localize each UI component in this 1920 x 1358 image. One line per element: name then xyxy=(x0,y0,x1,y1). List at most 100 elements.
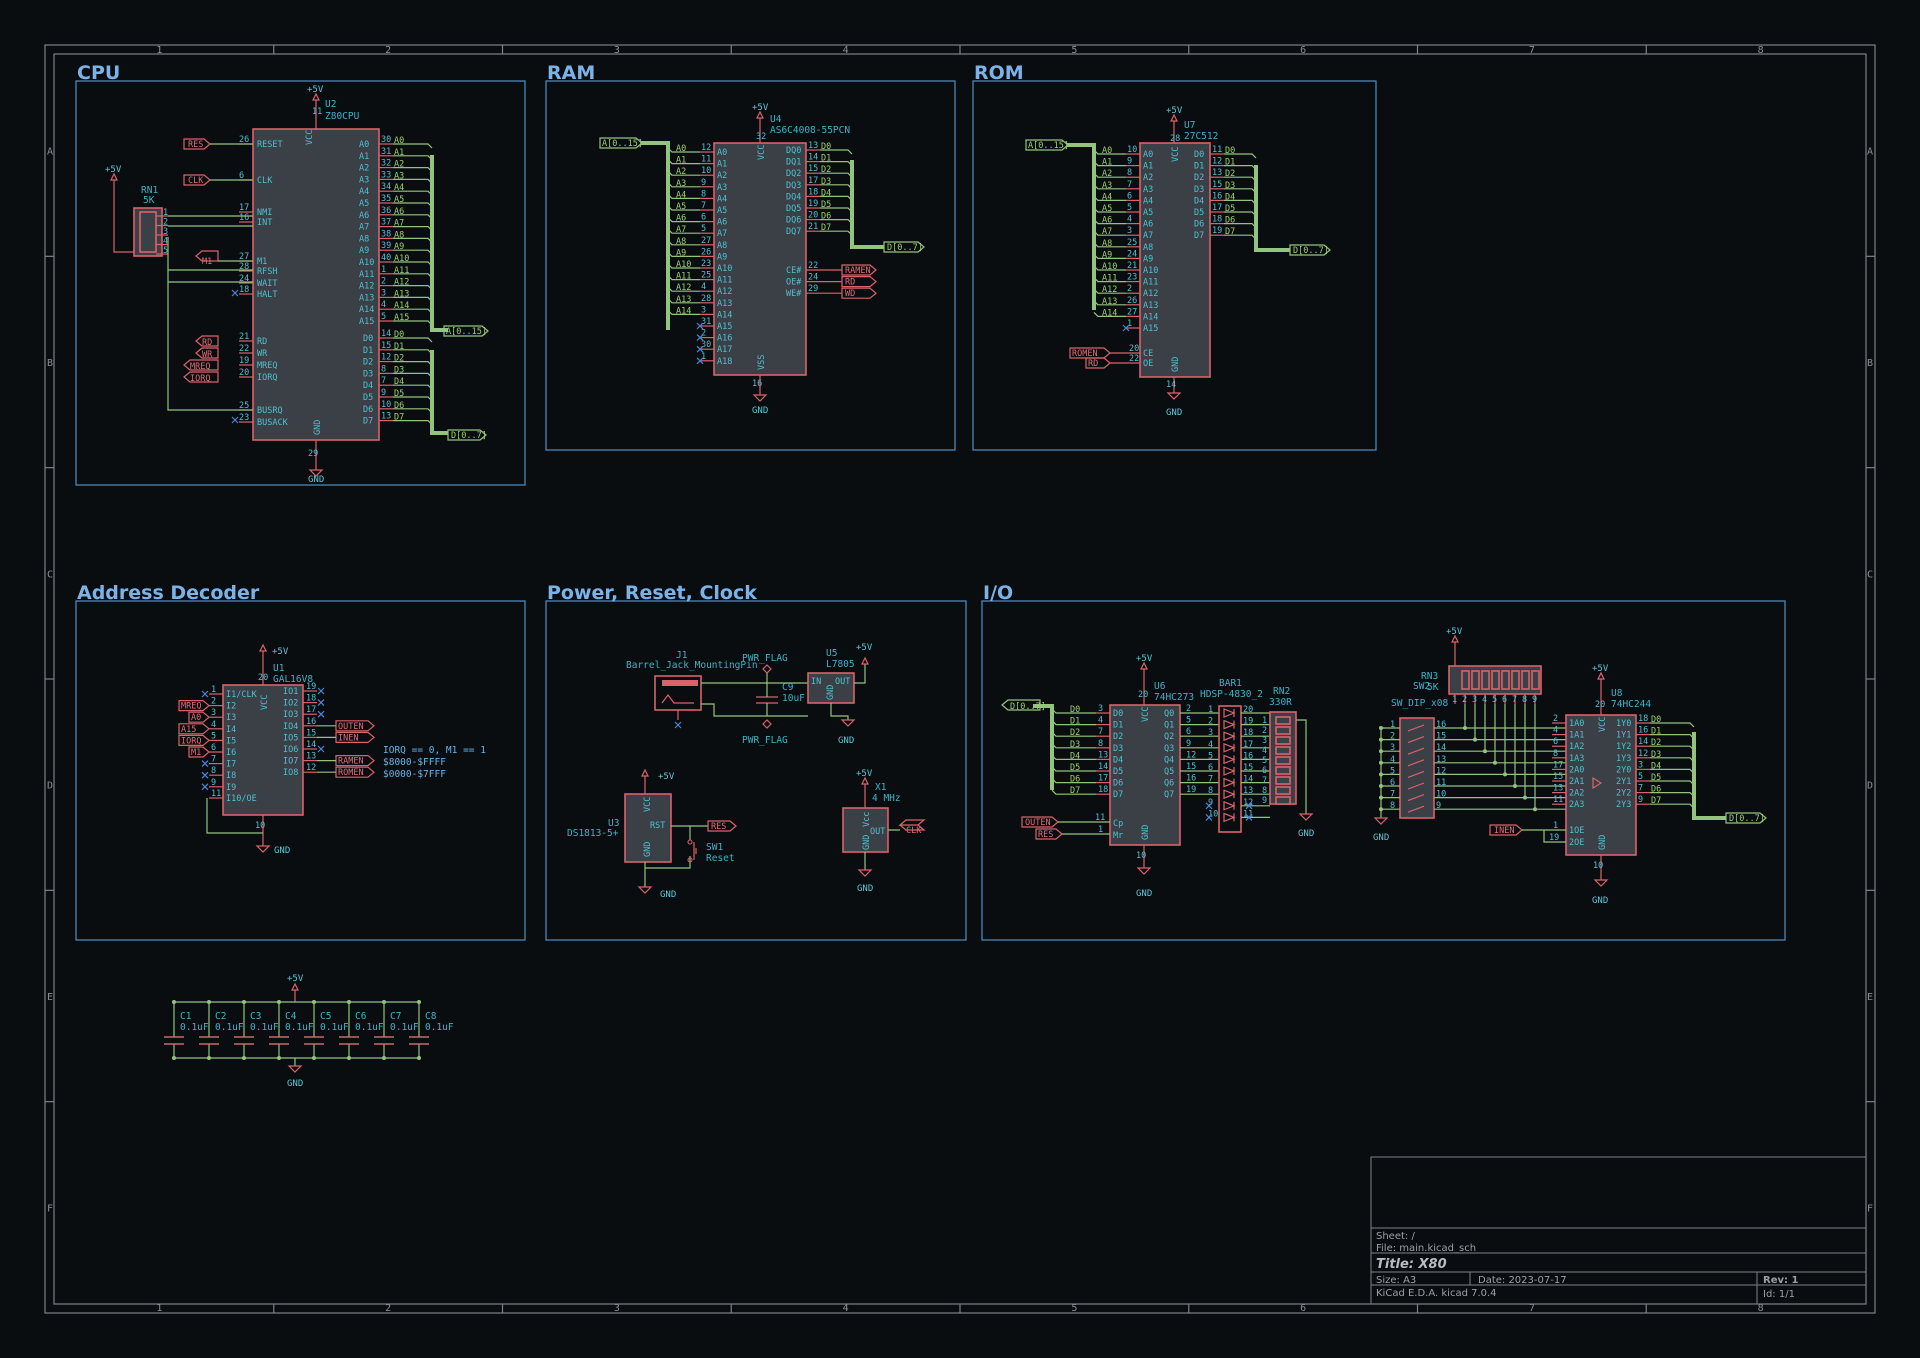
svg-text:HDSP-4830_2: HDSP-4830_2 xyxy=(1200,689,1263,700)
frame-row-label: E xyxy=(1867,992,1873,1003)
ram-dbus-port[interactable]: D[0..7] xyxy=(883,241,925,253)
decoder-output-port[interactable] xyxy=(335,766,375,778)
decoupling-cap[interactable]: C50.1uF xyxy=(304,1000,349,1060)
m1-port[interactable]: M1 xyxy=(195,250,253,267)
rom-abus-port[interactable]: A[0..15] xyxy=(1025,139,1069,151)
decoder-output-port[interactable] xyxy=(335,755,375,767)
ctrl-port[interactable] xyxy=(841,276,877,288)
cpu-dbus-port[interactable]: D[0..7] xyxy=(447,429,487,441)
cpu-abus-port[interactable]: A[0..15] xyxy=(443,325,489,337)
res-port-io[interactable]: RES xyxy=(1035,828,1110,840)
switch-lever[interactable] xyxy=(1407,794,1425,802)
decoder-input-port[interactable] xyxy=(188,711,210,723)
switch-sw1[interactable]: SW1 Reset xyxy=(687,839,735,864)
pin-name: D1 xyxy=(363,346,373,356)
cap-c9[interactable]: C9 10uF xyxy=(756,682,805,716)
decoder-u1[interactable]: +5V U1 GAL16V8 20 VCC 10 GND I1/CLK1I22M… xyxy=(178,643,486,856)
ram-abus-port[interactable]: A[0..15] xyxy=(599,137,643,149)
switch-lever[interactable] xyxy=(1407,759,1425,767)
pin-number: 2 xyxy=(701,329,706,339)
io-u8[interactable]: +5V U8 74HC244 20 VCC GND 10 GND 1A021A1… xyxy=(1489,664,1767,906)
pin-number: 8 xyxy=(1553,749,1558,759)
block-cpu[interactable]: CPU xyxy=(75,62,526,486)
net-label: D7 xyxy=(394,413,404,423)
switch-lever[interactable] xyxy=(1407,736,1425,744)
decoupling-cap[interactable]: C10.1uF xyxy=(164,1000,209,1060)
pin-name: IO1 xyxy=(283,687,298,697)
decoupling-cap[interactable]: C30.1uF xyxy=(234,1000,279,1060)
barrel-jack-j1[interactable]: J1 Barrel_Jack_MountingPin xyxy=(626,650,808,729)
io-dbus-port-u8[interactable]: D[0..7] xyxy=(1725,812,1767,824)
svg-text:SW1: SW1 xyxy=(706,842,723,853)
block-power[interactable]: Power, Reset, Clock xyxy=(545,582,967,941)
decoder-input-port[interactable] xyxy=(188,746,210,758)
switch-lever[interactable] xyxy=(1407,805,1425,813)
pin-number: 8 xyxy=(381,364,386,374)
ctrl-port[interactable] xyxy=(841,264,877,276)
res-port[interactable]: RES xyxy=(183,138,253,150)
decoder-input-port[interactable] xyxy=(178,734,210,746)
reset-u3[interactable]: +5V U3 DS1813-5+ VCC RST GND GND RES xyxy=(567,768,737,900)
res-port-power[interactable]: RES xyxy=(707,820,737,832)
svg-text:U8: U8 xyxy=(1611,688,1623,699)
decoder-output-port[interactable] xyxy=(335,731,375,743)
decoder-input-port[interactable] xyxy=(178,700,210,712)
rom-u7[interactable]: +5V U7 27C512 28 VCC GND 14 GND A010A0A1… xyxy=(1025,106,1331,418)
switch-lever[interactable] xyxy=(1407,747,1425,755)
inen-port-io[interactable]: INEN xyxy=(1489,824,1523,836)
wire xyxy=(1434,704,1566,752)
pin-name: A0 xyxy=(359,140,369,150)
decoupling-cap[interactable]: C40.1uF xyxy=(269,1000,314,1060)
svg-text:+5V: +5V xyxy=(856,769,873,779)
decoupling-cap[interactable]: C60.1uF xyxy=(339,1000,384,1060)
decoder-input-port[interactable] xyxy=(178,723,210,735)
block-rom[interactable]: ROM xyxy=(972,62,1377,451)
net-label: D2 xyxy=(821,165,831,175)
oscillator-x1[interactable]: +5V X1 4 MHz Vcc OUT GND GND CLK xyxy=(842,769,926,894)
ram-u4[interactable]: +5V U4 AS6C4008-55PCN 32 VCC VSS 16 GND … xyxy=(599,103,925,416)
clk-port-power[interactable]: CLK xyxy=(898,819,926,836)
svg-text:GND: GND xyxy=(274,846,290,856)
cpu-u2[interactable]: +5V U2 Z80CPU 11 VCC GND 29 GND RESET26C… xyxy=(105,85,489,485)
pin-name: A6 xyxy=(717,218,727,228)
decoupling-cap[interactable]: C80.1uF xyxy=(409,1000,454,1060)
svg-text:GND: GND xyxy=(1141,825,1151,840)
rd-port[interactable]: RD xyxy=(195,335,219,348)
block-ram[interactable]: RAM xyxy=(545,62,956,451)
regulator-u5[interactable]: U5 L7805 IN OUT GND +5V GND xyxy=(807,643,873,746)
tb-sheet: Sheet: / xyxy=(1376,1231,1415,1242)
net-label: A9 xyxy=(394,242,404,252)
switch-lever[interactable] xyxy=(1407,782,1425,790)
ctrl-port[interactable] xyxy=(841,287,877,299)
switch-lever[interactable] xyxy=(1407,770,1425,778)
io-section[interactable]: +5V U6 74HC273 20 VCC GND 10 GND D03D0D1… xyxy=(1001,627,1767,906)
io-u6[interactable]: +5V U6 74HC273 20 VCC GND 10 GND D03D0D1… xyxy=(1001,654,1219,899)
clk-port[interactable]: CLK xyxy=(183,174,253,186)
svg-text:Mr: Mr xyxy=(1113,831,1123,841)
block-io[interactable]: I/O xyxy=(981,582,1786,941)
wr-port[interactable]: WR xyxy=(195,347,219,360)
decoupling-cap[interactable]: C20.1uF xyxy=(199,1000,244,1060)
io-dbus-port-u6[interactable]: D[0..7] xyxy=(1001,699,1046,712)
ctrl-port[interactable] xyxy=(1085,357,1111,369)
decoder-output-port[interactable] xyxy=(335,720,375,732)
decoupling-cap[interactable]: C70.1uF xyxy=(374,1000,419,1060)
switch-lever[interactable] xyxy=(1407,724,1425,732)
iorq-port[interactable]: IORQ xyxy=(183,371,219,384)
power-section[interactable]: J1 Barrel_Jack_MountingPin PWR_FLAG C9 1… xyxy=(567,643,926,900)
svg-text:U3: U3 xyxy=(608,818,619,829)
block-decoder[interactable]: Address Decoder xyxy=(75,582,526,941)
net-label: D1 xyxy=(394,342,404,352)
mreq-port[interactable]: MREQ xyxy=(183,359,219,372)
decoupling-caps[interactable]: +5V GND C10.1uFC20.1uFC30.1uFC40.1uFC50.… xyxy=(164,974,454,1089)
rom-dbus-port[interactable]: D[0..7] xyxy=(1289,244,1331,256)
pin-number: 17 xyxy=(306,705,316,715)
outen-port-io[interactable]: OUTEN xyxy=(1021,816,1110,828)
ctrl-port[interactable] xyxy=(1069,347,1111,359)
